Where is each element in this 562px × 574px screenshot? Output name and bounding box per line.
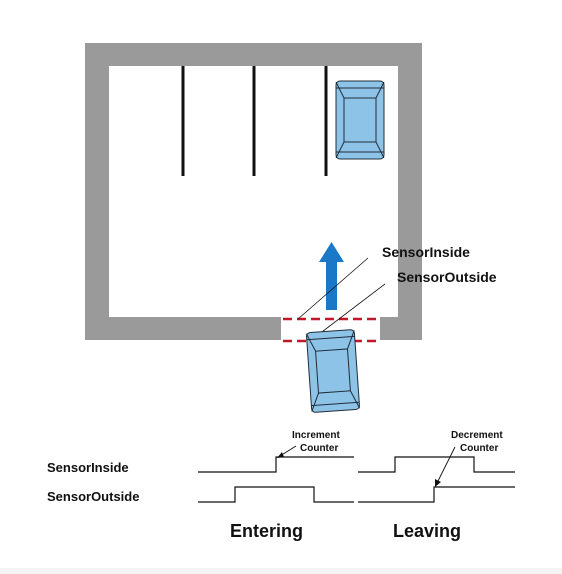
increment-label-line1: Increment: [292, 430, 340, 441]
wall-right: [398, 43, 422, 340]
entering-sensor-outside-signal: [198, 486, 354, 503]
footer-band: [0, 568, 562, 574]
wall-left: [85, 43, 109, 340]
sensor-leader-lines: [297, 257, 386, 342]
sensor-inside-leader: [297, 257, 369, 320]
leaving-sensor-inside-signal: [358, 456, 515, 473]
wall-bottom-left: [85, 317, 281, 340]
garage-walls: [85, 43, 422, 340]
timing-sensor-inside-label: SensorInside: [47, 460, 129, 475]
leaving-sensor-outside-signal: [358, 486, 515, 503]
leaving-waveforms: [358, 456, 515, 503]
entering-waveforms: [198, 456, 354, 503]
decrement-pointer-arrow: [435, 446, 456, 487]
sensor-inside-label: SensorInside: [382, 244, 470, 260]
entering-sensor-inside-signal: [198, 456, 354, 473]
decrement-label-line1: Decrement: [451, 430, 503, 441]
arrow-up-icon: [319, 242, 344, 310]
decrement-label-line2: Counter: [460, 443, 498, 454]
timing-sensor-outside-label: SensorOutside: [47, 489, 139, 504]
increment-label-line2: Counter: [300, 443, 338, 454]
entering-car-icon: [305, 329, 361, 413]
sensor-outside-label: SensorOutside: [397, 269, 497, 285]
increment-pointer-arrow: [277, 445, 297, 458]
wall-bottom-right: [380, 317, 422, 340]
parked-car-icon: [335, 80, 385, 160]
entering-caption: Entering: [230, 521, 303, 541]
parking-dividers: [181, 66, 328, 176]
leaving-caption: Leaving: [393, 521, 461, 541]
wall-top: [85, 43, 422, 66]
